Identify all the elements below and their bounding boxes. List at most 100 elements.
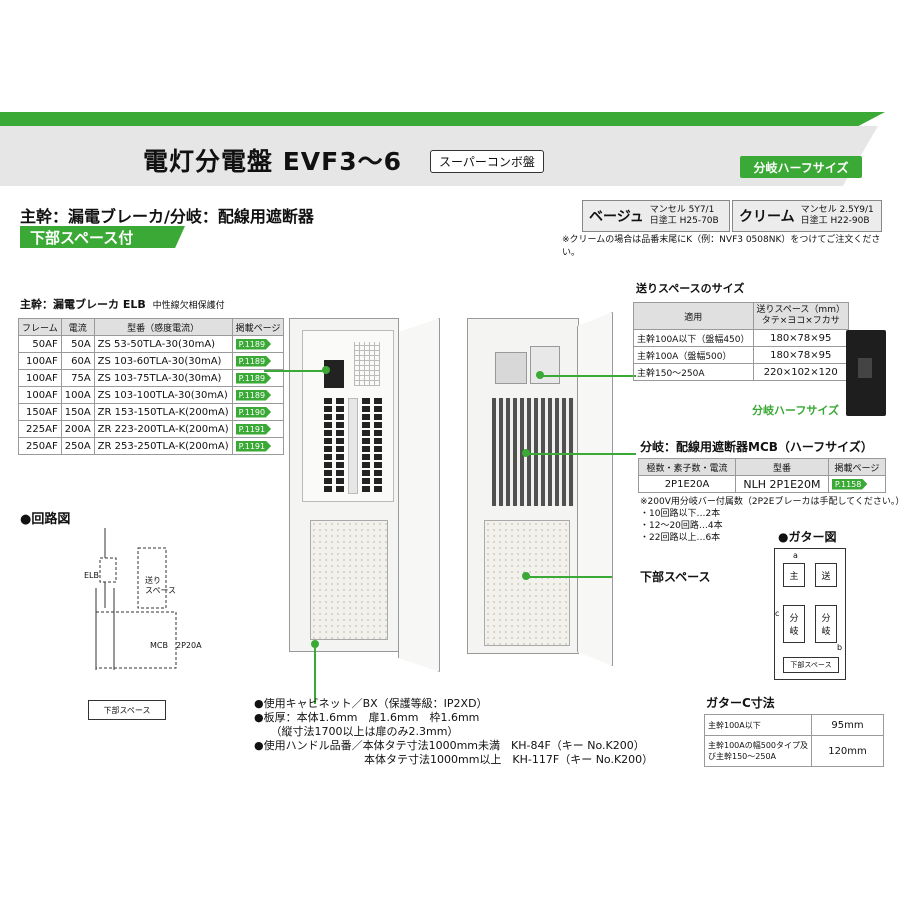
- color-beige: ベージュ マンセル 5Y7/1 日塗工 H25-70B: [582, 200, 730, 232]
- cabinet-2-feed-space: [530, 346, 560, 384]
- page-link[interactable]: P.1191: [235, 440, 272, 452]
- table-row: 主幹100Aの幅500タイプ及び主幹150〜250A 120mm: [704, 735, 884, 767]
- table-row: 150AF 150A ZR 153-150TLA-K(200mA) P.1190: [18, 403, 285, 421]
- page-title: 電灯分電盤 EVF3〜6: [143, 147, 402, 176]
- leader-branch: [526, 453, 636, 455]
- branch-notes: ※200V用分岐バー付属数（2P2Eブレーカは手配してください。） ・10回路以…: [640, 496, 900, 544]
- cabinet-2-main-breaker: [495, 352, 527, 384]
- cell-current: 100A: [60, 386, 95, 404]
- cell-current: 60A: [60, 352, 95, 370]
- color-cream-munsell: マンセル 2.5Y9/1: [800, 205, 874, 215]
- cell-app: 主幹100A以下（盤幅450）: [633, 329, 754, 347]
- circuit-mcb-label: MCB 2P20A: [150, 641, 202, 650]
- gutter-heading: ●ガター図: [778, 530, 837, 544]
- page-link[interactable]: P.1189: [235, 338, 272, 350]
- branch-note-0: ※200V用分岐バー付属数（2P2Eブレーカは手配してください。）: [640, 497, 900, 507]
- gutter-main: 主: [783, 563, 805, 587]
- cell-branch-spec: 2P1E20A: [637, 475, 737, 493]
- cell-value: 95mm: [811, 714, 884, 736]
- cell-current: 150A: [60, 403, 95, 421]
- cell-size: 180×78×95: [752, 329, 849, 347]
- cell-current: 50A: [60, 335, 95, 353]
- product-tag: スーパーコンボ盤: [430, 150, 544, 173]
- cell-model: ZR 253-250TLA-K(200mA): [93, 437, 233, 455]
- table-row: 250AF 250A ZR 253-250TLA-K(200mA) P.1191: [18, 437, 285, 455]
- color-beige-name: ベージュ: [589, 209, 644, 225]
- table-row: 100AF 60A ZS 103-60TLA-30(30mA) P.1189: [18, 352, 285, 370]
- cell-cond: 主幹100Aの幅500タイプ及び主幹150〜250A: [704, 735, 812, 767]
- col-branch-page: 掲載ページ: [827, 458, 887, 476]
- circuit-feed-1: 送り: [145, 576, 161, 585]
- half-size-label: 分岐ハーフサイズ: [752, 404, 840, 417]
- cabinet-1-bus: [348, 398, 358, 494]
- table-row: 100AF 100A ZS 103-100TLA-30(30mA) P.1189: [18, 386, 285, 404]
- col-size-2: タテ×ヨコ×フカサ: [761, 316, 840, 326]
- gutter-diagram: 主 送 分 岐 分 岐 下部スペース a c b: [774, 548, 846, 680]
- cell-current: 75A: [60, 369, 95, 387]
- cabinet-1-breakers-left: [324, 398, 332, 492]
- table-row: 主幹100A以下 95mm: [704, 714, 884, 736]
- cell-model: ZR 223-200TLA-K(200mA): [93, 420, 233, 438]
- branch-note-3: ・22回路以上…6本: [640, 533, 721, 543]
- cell-model: ZS 103-100TLA-30(30mA): [93, 386, 233, 404]
- gutter-bottom: 下部スペース: [783, 657, 839, 673]
- main-table-heading: 主幹：漏電ブレーカ ELB 中性線欠相保護付: [20, 296, 225, 312]
- gutter-branch-1: 分 岐: [783, 605, 805, 643]
- cell-current: 250A: [60, 437, 95, 455]
- cell-model: ZS 103-75TLA-30(30mA): [93, 369, 233, 387]
- branch-note-1: ・10回路以下…2本: [640, 509, 721, 519]
- col-current: 電流: [60, 318, 95, 336]
- cell-current: 200A: [60, 420, 95, 438]
- spec-line-0: ●使用キャビネット／BX（保護等級：IP2XD）: [254, 697, 488, 710]
- color-beige-nikko: 日塗工 H25-70B: [649, 216, 719, 226]
- leader-spec: [314, 644, 316, 704]
- col-page: 掲載ページ: [231, 318, 285, 336]
- cabinet-1-door: [398, 318, 440, 672]
- cell-frame: 100AF: [18, 369, 62, 387]
- color-cream-name: クリーム: [739, 209, 795, 225]
- table-row: 100AF 75A ZS 103-75TLA-30(30mA) P.1189: [18, 369, 285, 387]
- spec-line-3: ●使用ハンドル品番／本体タテ寸法1000mm未満 KH-84F（キー No.K2…: [254, 739, 645, 752]
- bottom-space-badge: 下部スペース付: [20, 226, 185, 248]
- gutter-a: a: [793, 551, 798, 560]
- cell-frame: 100AF: [18, 386, 62, 404]
- cell-size: 220×102×120: [752, 363, 849, 381]
- page-link[interactable]: P.1190: [235, 406, 272, 418]
- cell-model: ZS 53-50TLA-30(30mA): [93, 335, 233, 353]
- leader-bottom: [526, 576, 612, 578]
- table-row: 主幹100A（盤幅500） 180×78×95: [633, 346, 849, 364]
- table-row: 2P1E20A NLH 2P1E20M P.1158: [637, 475, 887, 493]
- table-row: 50AF 50A ZS 53-50TLA-30(30mA) P.1189: [18, 335, 285, 353]
- page-link[interactable]: P.1189: [235, 389, 272, 401]
- branch-note-2: ・12〜20回路…4本: [640, 521, 723, 531]
- page-link[interactable]: P.1189: [235, 372, 272, 384]
- cabinet-1-breakers-right: [362, 398, 370, 492]
- cabinet-1-breakers-left2: [336, 398, 344, 492]
- cabinet-1-breakers-right2: [374, 398, 382, 492]
- col-model: 型番（感度電流）: [93, 318, 233, 336]
- table-row: 主幹150〜250A 220×102×120: [633, 363, 849, 381]
- page-link[interactable]: P.1191: [235, 423, 272, 435]
- gutter-branch-2: 分 岐: [815, 605, 837, 643]
- spec-lines: ●使用キャビネット／BX（保護等級：IP2XD） ●板厚：本体1.6mm 扉1.…: [254, 697, 653, 767]
- subtitle: 主幹：漏電ブレーカ/分岐：配線用遮断器: [20, 207, 314, 226]
- col-size-1: 送りスペース（mm）: [756, 305, 845, 315]
- cell-frame: 250AF: [18, 437, 62, 455]
- page-link[interactable]: P.1189: [235, 355, 272, 367]
- col-app: 適用: [633, 302, 754, 330]
- gutter-c: c: [775, 609, 780, 618]
- leader-bottom-dot: [522, 572, 530, 580]
- cell-frame: 50AF: [18, 335, 62, 353]
- table-row: 225AF 200A ZR 223-200TLA-K(200mA) P.1191: [18, 420, 285, 438]
- cell-value: 120mm: [811, 735, 884, 767]
- main-table-subtitle: 中性線欠相保護付: [152, 301, 225, 311]
- gutter-c-table: 主幹100A以下 95mm 主幹100Aの幅500タイプ及び主幹150〜250A…: [704, 714, 884, 767]
- bottom-space-label: 下部スペース: [640, 570, 711, 584]
- leader-feed-dot: [536, 371, 544, 379]
- cabinet-2-door: [577, 312, 613, 666]
- circuit-diagram: [95, 528, 177, 670]
- leader-main: [264, 370, 328, 372]
- circuit-feed-label: 送り スペース: [145, 576, 176, 596]
- cabinet-2-bottom-space: [484, 520, 570, 646]
- page-link[interactable]: P.1158: [831, 478, 868, 490]
